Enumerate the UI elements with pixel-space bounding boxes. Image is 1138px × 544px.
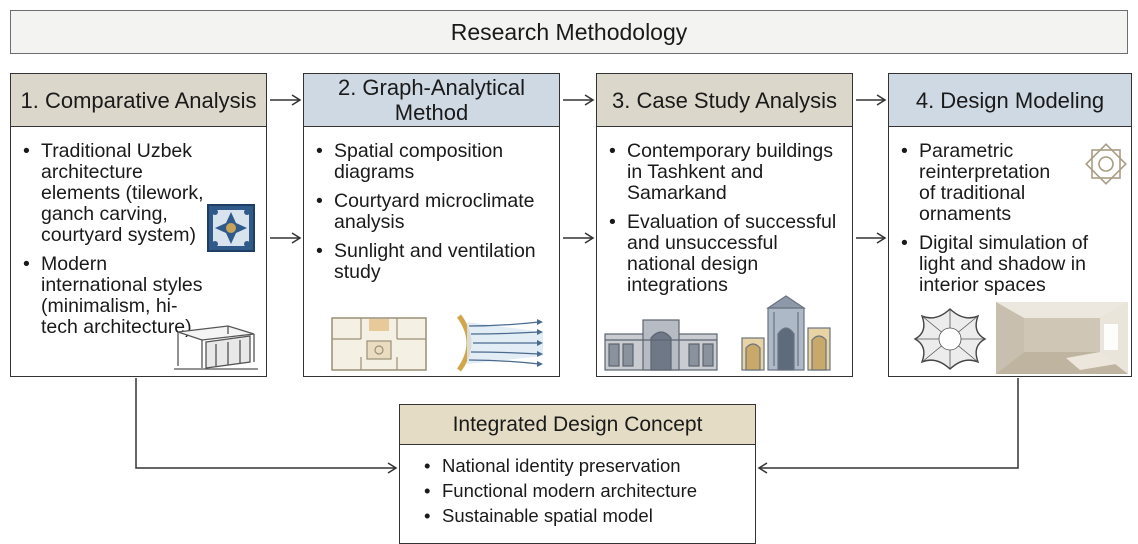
list-item: Modern international styles (minimalism,… — [23, 254, 214, 338]
step-heading: 4. Design Modeling — [889, 74, 1131, 127]
integrated-items: National identity preservation Functiona… — [424, 453, 755, 528]
list-item: Parametric reinterpretation of tradition… — [901, 141, 1069, 225]
step-items: Traditional Uzbek architecture elements … — [23, 141, 204, 338]
step-case-study-analysis: 3. Case Study Analysis Contemporary buil… — [596, 73, 853, 377]
modern-building-icon — [174, 325, 258, 370]
list-item: Functional modern architecture — [424, 478, 755, 503]
list-item: Evaluation of successful and unsuccessfu… — [609, 212, 844, 296]
integrated-heading: Integrated Design Concept — [400, 405, 755, 445]
star-ornament-icon — [1085, 143, 1127, 185]
list-item: Traditional Uzbek architecture elements … — [23, 141, 204, 246]
step-items: Parametric reinterpretation of tradition… — [901, 141, 1125, 296]
step-items: Spatial composition diagrams Courtyard m… — [316, 141, 551, 283]
interior-render-icon — [996, 302, 1128, 374]
modern-tower-icon — [741, 295, 831, 371]
list-item: Spatial composition diagrams — [316, 141, 551, 183]
step-items: Contemporary buildings in Tashkent and S… — [609, 141, 844, 296]
step-heading: 1. Comparative Analysis — [11, 74, 266, 127]
airflow-icon — [456, 314, 543, 372]
parametric-ornament-icon — [913, 308, 987, 370]
list-item: Digital simulation of light and shadow i… — [901, 233, 1125, 296]
madrasa-facade-icon — [604, 319, 718, 371]
integrated-design-concept: Integrated Design Concept National ident… — [399, 404, 756, 544]
tile-pattern-icon — [207, 204, 255, 252]
list-item: Sustainable spatial model — [424, 503, 755, 528]
list-item: Contemporary buildings in Tashkent and S… — [609, 141, 844, 204]
list-item: Sunlight and ventilation study — [316, 241, 551, 283]
diagram-title: Research Methodology — [10, 10, 1128, 54]
floor-plan-icon — [331, 317, 427, 371]
list-item: National identity preservation — [424, 453, 755, 478]
list-item: Courtyard microclimate analysis — [316, 191, 551, 233]
step-heading: 3. Case Study Analysis — [597, 74, 852, 127]
step-heading: 2. Graph-Analytical Method — [304, 74, 559, 127]
